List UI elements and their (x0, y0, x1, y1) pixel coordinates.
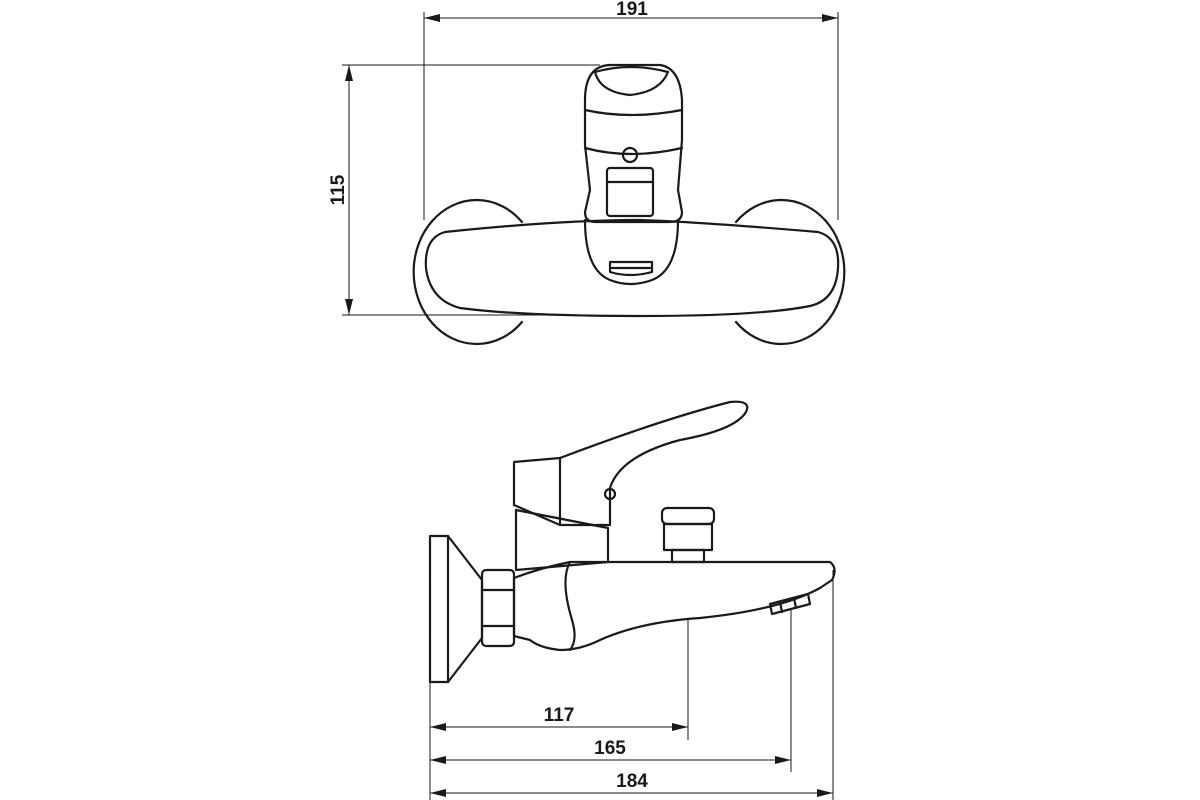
outlet-line-1 (778, 600, 784, 614)
right-escutcheon (734, 198, 846, 346)
mixer-body (424, 218, 840, 318)
top-view: 191 115 (328, 0, 846, 346)
lever-top-view (583, 63, 684, 224)
diverter-base (670, 548, 706, 564)
arrow-bottom-115 (345, 299, 353, 315)
arrow-left-191 (424, 14, 440, 22)
aerator (608, 260, 654, 277)
diverter-knob (605, 166, 655, 218)
arrow-top-115 (345, 65, 353, 81)
diverter-cap (660, 506, 716, 526)
arrow-right-184 (817, 789, 833, 797)
cartridge-column (514, 508, 610, 572)
hex-nut (480, 568, 516, 648)
left-escutcheon (412, 198, 524, 346)
spout-outlet (768, 592, 812, 616)
spout-body (512, 560, 836, 652)
lever-tip (593, 65, 670, 97)
lever-screw-side (603, 487, 617, 501)
diverter-stem (662, 522, 714, 552)
lever-side-view (512, 400, 749, 527)
outlet-line-2 (792, 596, 798, 610)
arrow-right-165 (775, 756, 791, 764)
arrow-left-184 (430, 789, 446, 797)
dimension-label-191: 191 (616, 0, 648, 20)
arrow-right-117 (672, 723, 688, 731)
arrow-left-117 (430, 723, 446, 731)
body-contour (564, 560, 576, 652)
wall-flange (428, 534, 484, 684)
dimension-label-115: 115 (328, 174, 349, 205)
arrow-left-165 (430, 756, 446, 764)
dimension-label-184: 184 (616, 771, 648, 792)
dimension-label-117: 117 (544, 705, 575, 726)
arrow-right-191 (822, 14, 838, 22)
dimension-label-165: 165 (594, 738, 626, 759)
cartridge-housing (583, 218, 680, 286)
lever-base-edge (583, 146, 684, 156)
lever-edge (583, 108, 684, 117)
side-view: 117 165 184 (428, 400, 836, 800)
lever-screw (621, 146, 639, 164)
